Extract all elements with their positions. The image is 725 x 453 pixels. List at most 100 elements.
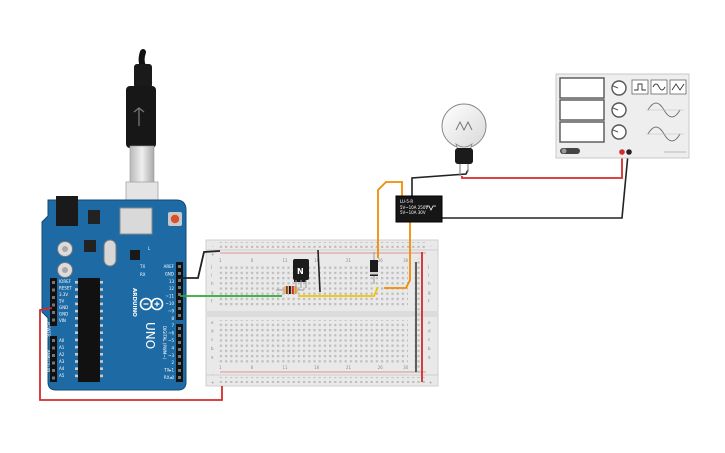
terminal-negative[interactable]	[626, 149, 632, 155]
digital-pin-label-13: 2	[171, 360, 174, 365]
bb-row-left-j: j	[210, 264, 212, 269]
transistor-label: N	[297, 267, 304, 276]
knob-3[interactable]	[611, 124, 627, 140]
digital-pin-label-0: AREF	[164, 264, 175, 269]
digital-pin-label-11: 4	[171, 345, 174, 350]
bb-row-left-g: g	[211, 290, 214, 295]
resistor[interactable]	[276, 286, 304, 294]
bb-col-bottom-26: 26	[378, 365, 384, 370]
power-pin-label-0: IOREF	[59, 279, 72, 284]
rail-minus-bottom: -	[212, 372, 214, 377]
wires[interactable]	[39, 153, 629, 401]
digital-pin-label-9: ~6	[168, 331, 174, 336]
bb-row-left-e: e	[211, 320, 214, 325]
bb-col-bottom-30: 30	[403, 365, 409, 370]
bb-row-right-d: d	[428, 329, 431, 334]
rail-minus-top: -	[212, 244, 214, 249]
bb-row-left-b: b	[211, 346, 214, 351]
bb-row-left-h: h	[211, 281, 214, 286]
digital-pin-label-15: RX◂0	[164, 375, 175, 380]
usb-plug-icon[interactable]	[125, 49, 159, 213]
relay-label-3: 5V~10A 30V	[400, 210, 426, 215]
power-pin-label-2: 3.3V	[59, 292, 68, 297]
power-label: POWER	[46, 322, 51, 337]
function-generator[interactable]	[555, 73, 690, 159]
arduino-brand: ARDUINO	[131, 288, 137, 317]
analog-header	[50, 336, 57, 382]
digital-pin-label-1: GND	[165, 271, 174, 276]
bb-row-right-j: j	[427, 264, 429, 269]
bb-row-right-i: i	[428, 273, 429, 278]
wire-bulb-red[interactable]	[461, 154, 623, 179]
digital-label: DIGITAL (PWM~)	[162, 326, 167, 360]
analog-pin-label-1: A1	[59, 345, 65, 350]
wire-bulb-black[interactable]	[411, 169, 469, 196]
analog-pin-label-3: A3	[59, 359, 65, 364]
knob-1[interactable]	[611, 80, 627, 96]
wire-supply-black[interactable]	[440, 153, 629, 219]
bb-row-left-i: i	[211, 273, 212, 278]
rail-plus-top: +	[211, 252, 214, 257]
wire-relay-orange-1[interactable]	[377, 181, 403, 258]
digital-pin-label-5: ~10	[166, 301, 175, 306]
analog-pin-label-4: A4	[59, 366, 65, 371]
display-1	[559, 77, 605, 99]
power-header	[50, 278, 57, 326]
bulb-icon[interactable]	[441, 103, 487, 176]
relay-label-2: 5V~10A 250V	[400, 205, 428, 210]
wire-transistor-black[interactable]	[317, 249, 321, 293]
knob-2[interactable]	[611, 102, 627, 118]
analog-label: ANALOG IN	[46, 350, 51, 372]
power-pin-label-1: RESET	[59, 286, 72, 291]
bb-row-left-d: d	[211, 329, 214, 334]
bb-col-top-6: 6	[251, 258, 254, 263]
power-pin-label-3: 5V	[59, 299, 65, 304]
bb-col-top-26: 26	[378, 258, 384, 263]
terminal-positive[interactable]	[619, 149, 625, 155]
bb-col-bottom-1: 1	[219, 365, 222, 370]
wire-5v-red[interactable]	[39, 307, 223, 401]
reset-button[interactable]	[170, 214, 180, 224]
digital-pin-label-2: 13	[169, 279, 175, 284]
npn-transistor[interactable]: N	[293, 259, 309, 288]
bb-col-bottom-11: 11	[283, 365, 289, 370]
sine-wave-icon[interactable]	[650, 79, 668, 95]
bb-row-right-c: c	[428, 337, 430, 342]
digital-pin-label-6: ~9	[168, 308, 174, 313]
digital-pin-label-7: 8	[171, 316, 174, 321]
bb-row-right-e: e	[428, 320, 431, 325]
atmega-chip	[78, 278, 100, 382]
digital-header-2	[176, 324, 183, 382]
wire-gnd-arduino[interactable]	[180, 250, 221, 279]
bb-row-left-f: f	[211, 298, 213, 303]
analog-pin-label-0: A0	[59, 338, 65, 343]
wire-yellow[interactable]	[298, 286, 379, 297]
bb-row-right-g: g	[428, 290, 431, 295]
digital-pin-label-8: 7	[171, 323, 174, 328]
diode[interactable]	[370, 252, 378, 284]
bb-col-top-21: 21	[346, 258, 352, 263]
analog-pin-label-5: A5	[59, 373, 65, 378]
square-wave-icon[interactable]	[631, 79, 649, 95]
arduino-uno-board[interactable]: TX RX L ARDUINO UNO DIGITAL (PWM~) POWER…	[41, 196, 187, 391]
bb-row-left-a: a	[211, 354, 214, 359]
l-label: L	[148, 246, 151, 251]
arduino-model: UNO	[143, 322, 157, 349]
power-pin-label-6: VIN	[59, 318, 66, 323]
bb-row-right-f: f	[428, 298, 430, 303]
triangle-wave-icon[interactable]	[669, 79, 687, 95]
relay-label-1: LU-5-R	[400, 199, 413, 204]
display-3	[559, 121, 605, 143]
bb-row-right-b: b	[428, 346, 431, 351]
bb-row-right-a: a	[428, 354, 431, 359]
display-2	[559, 99, 605, 121]
wire-relay-orange-2[interactable]	[384, 206, 411, 289]
arduino-logo-icon	[139, 297, 164, 311]
relay[interactable]: LU-5-R 5V~10A 250V 5V~10A 30V	[395, 195, 443, 223]
usb-port	[119, 207, 153, 235]
bb-row-left-c: c	[211, 337, 213, 342]
rail-plus-right: +	[429, 380, 432, 385]
rail-plus-bottom: +	[211, 380, 214, 385]
